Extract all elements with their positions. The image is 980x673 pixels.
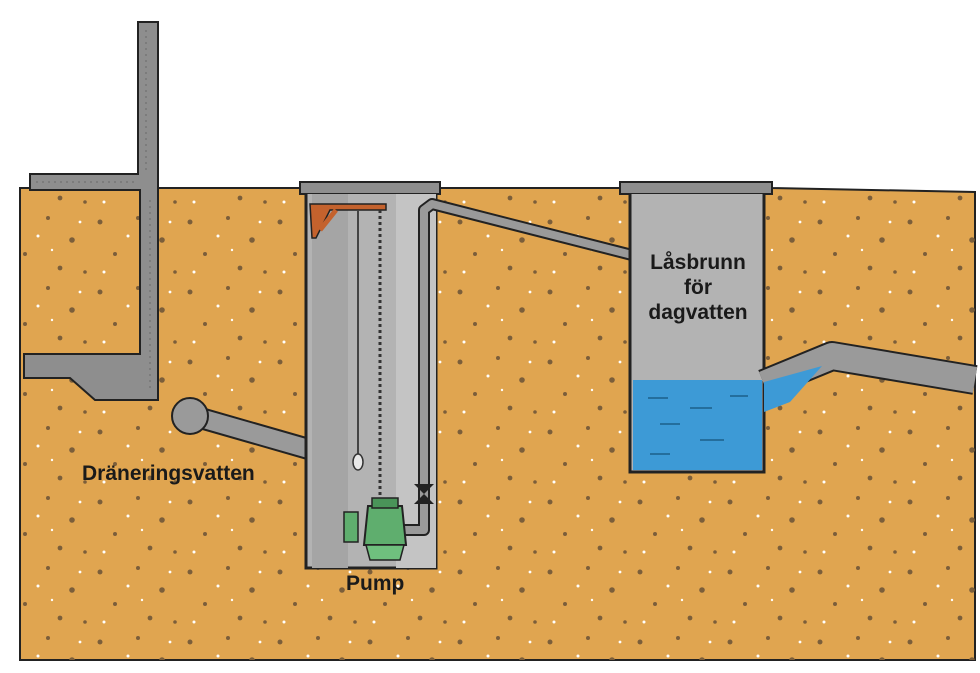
outlet-water xyxy=(764,366,822,412)
stormwater-well xyxy=(619,181,773,474)
stormwater-well-label-line1: Låsbrunn xyxy=(650,251,746,274)
drainage-pipe xyxy=(171,397,323,461)
float-switch xyxy=(352,453,364,471)
pump-icon xyxy=(343,497,408,561)
stormwater-well-label-line2: för xyxy=(684,276,712,300)
house-foundation xyxy=(23,21,159,401)
pump-label: Pump xyxy=(346,572,405,595)
stormwater-well-label: Låsbrunn för dagvatten xyxy=(632,250,764,326)
soil-ground xyxy=(19,181,976,661)
lifting-bracket xyxy=(309,203,387,239)
check-valve-icon xyxy=(414,484,434,504)
outlet-pipe xyxy=(758,341,978,412)
drainage-water-label: Dräneringsvatten xyxy=(82,462,255,485)
pump-well xyxy=(299,181,441,570)
discharge-pipe xyxy=(404,198,634,536)
well-water xyxy=(633,380,762,470)
stormwater-well-label-line3: dagvatten xyxy=(648,301,748,325)
